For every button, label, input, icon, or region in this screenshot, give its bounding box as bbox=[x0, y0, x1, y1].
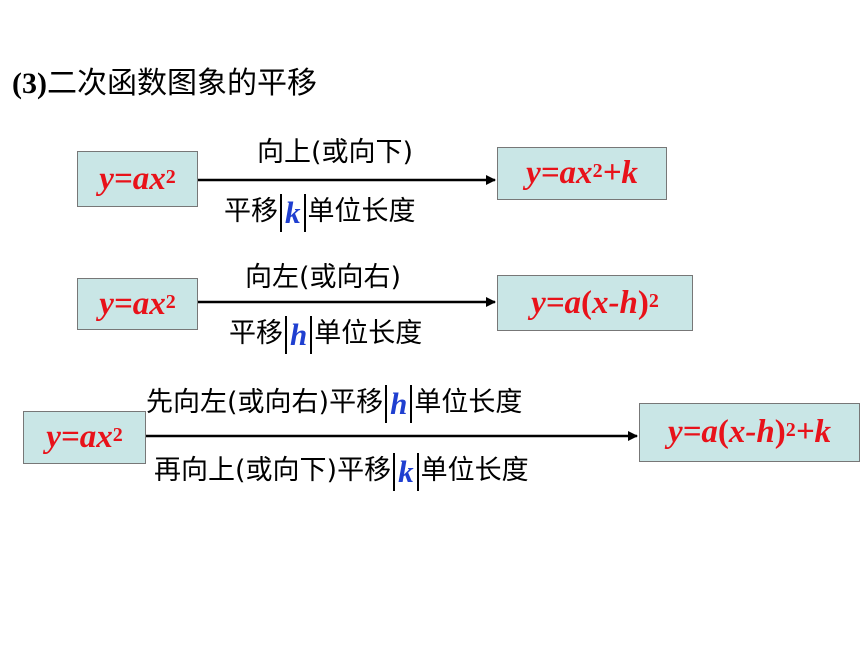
source-formula-1: y=ax bbox=[99, 160, 166, 197]
top-label-1: 向上(或向下) bbox=[257, 137, 414, 168]
target-inner-2: x-h bbox=[592, 284, 638, 321]
section-title-text: 二次函数图象的平移 bbox=[46, 66, 317, 101]
target-rparen-3: ) bbox=[774, 414, 786, 450]
bottom-prefix-2: 平移 bbox=[229, 318, 283, 349]
top-prefix-3: 先向左(或向右)平移 bbox=[146, 387, 384, 418]
source-exponent-1: 2 bbox=[165, 165, 176, 188]
target-lparen-3: ( bbox=[717, 414, 729, 450]
target-formula-box-3: y=a(x-h)2+k bbox=[639, 403, 860, 462]
target-a-3: y=a bbox=[667, 414, 718, 450]
source-exponent-2: 2 bbox=[165, 290, 176, 313]
target-exponent-1: 2 bbox=[592, 160, 603, 182]
abs-k-3: k bbox=[393, 452, 419, 491]
source-formula-3: y=ax bbox=[46, 419, 113, 455]
target-inner-3: x-h bbox=[728, 414, 775, 450]
abs-k-1: k bbox=[280, 193, 306, 232]
bottom-suffix-3: 单位长度 bbox=[420, 455, 529, 486]
target-lparen-2: ( bbox=[581, 284, 593, 321]
section-title: (3)二次函数图象的平移 bbox=[12, 58, 317, 102]
source-formula-2: y=ax bbox=[99, 285, 166, 322]
section-number: (3) bbox=[12, 67, 47, 100]
bottom-suffix-2: 单位长度 bbox=[314, 318, 423, 349]
source-exponent-3: 2 bbox=[112, 424, 123, 446]
target-tail-3: +k bbox=[795, 414, 832, 450]
top-label-2: 向左(或向右) bbox=[245, 262, 402, 293]
bottom-prefix-3: 再向上(或向下)平移 bbox=[154, 455, 392, 486]
top-suffix-3: 单位长度 bbox=[414, 387, 523, 418]
target-rparen-2: ) bbox=[637, 284, 649, 321]
target-tail-1: +k bbox=[602, 155, 638, 191]
abs-h-3: h bbox=[385, 384, 413, 423]
bottom-suffix-1: 单位长度 bbox=[307, 196, 416, 227]
abs-h-2: h bbox=[285, 315, 313, 354]
target-a-2: y=a bbox=[531, 284, 582, 321]
target-formula-1: y=ax bbox=[526, 155, 593, 191]
target-exponent-2: 2 bbox=[648, 289, 659, 312]
target-formula-box-2: y=a(x-h)2 bbox=[497, 275, 693, 331]
bottom-prefix-1: 平移 bbox=[224, 196, 278, 227]
target-exponent-3: 2 bbox=[785, 419, 796, 441]
